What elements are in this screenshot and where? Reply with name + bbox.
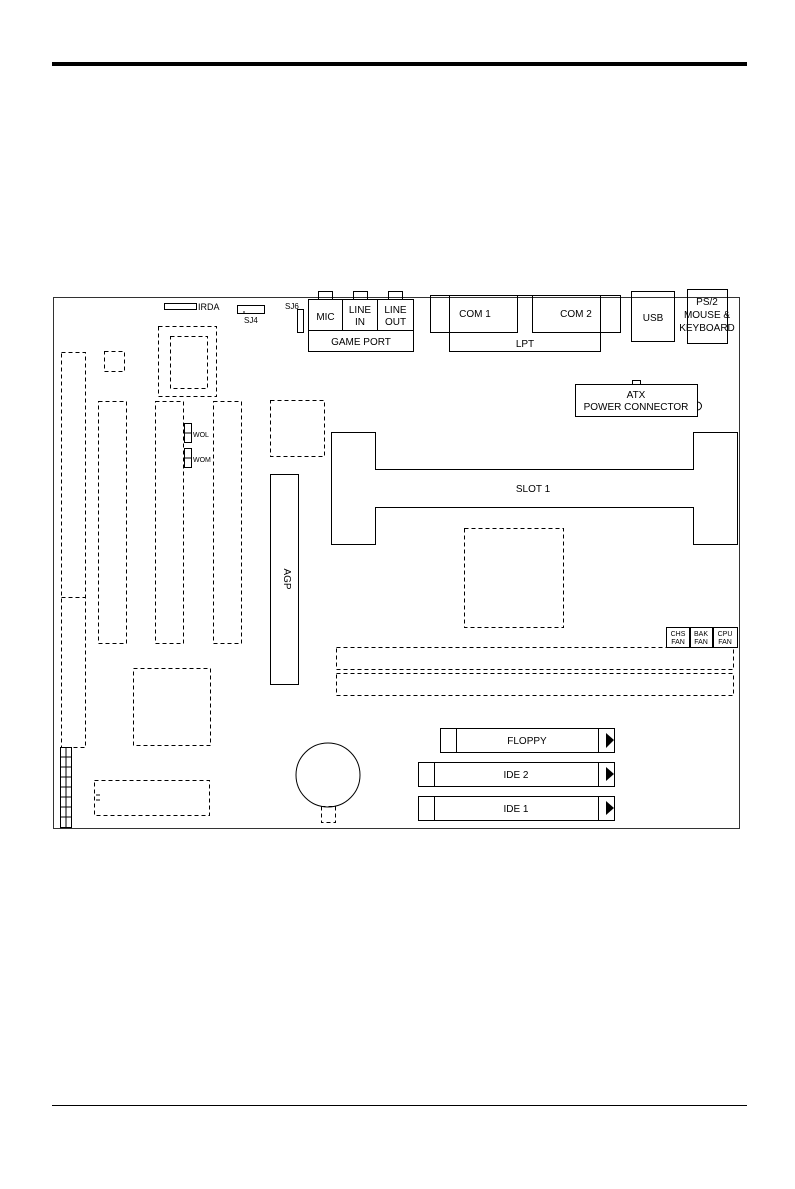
pci-slot-3 [214, 402, 242, 644]
bak-fan-label-line1: BAK [694, 631, 708, 638]
atx-label-line1: ATX [627, 390, 646, 401]
line-out-label-line2: OUT [385, 317, 406, 328]
ide1-label: IDE 1 [503, 804, 528, 815]
floppy-label: FLOPPY [507, 736, 547, 747]
cmos-battery [296, 743, 360, 807]
usb-label: USB [643, 313, 664, 324]
isa-slot [62, 353, 86, 748]
line-in-label-line2: IN [355, 317, 365, 328]
battery-holder [322, 807, 336, 823]
ps2-label-line2: MOUSE & [684, 310, 730, 321]
wom-label: WOM [193, 457, 211, 464]
agp-label: AGP [281, 568, 292, 589]
wol-label: WOL [193, 432, 209, 439]
lpt-label: LPT [516, 339, 534, 350]
sj4-jumper [238, 306, 265, 314]
com2-label: COM 2 [560, 309, 592, 320]
ps2-label-line1: PS/2 [696, 297, 718, 308]
line-in-label-line1: LINE [349, 305, 372, 316]
game-port-label: GAME PORT [331, 337, 391, 348]
irda-header [165, 304, 197, 310]
ps2-label-line3: KEYBOARD [679, 323, 735, 334]
sj4-label: SJ4 [244, 316, 258, 325]
pci-slot-2 [156, 402, 184, 644]
dimm-slot-1 [337, 648, 734, 670]
com1-label: COM 1 [459, 309, 491, 320]
pci-slot-1 [99, 402, 127, 644]
chipset-main [465, 529, 564, 628]
slot1-label: SLOT 1 [516, 484, 551, 495]
ide2-label: IDE 2 [503, 770, 528, 781]
atx-label-line2: POWER CONNECTOR [584, 402, 689, 413]
dimm-slot-2 [337, 674, 734, 696]
line-out-label-line1: LINE [384, 305, 407, 316]
irda-label: IRDA [198, 302, 220, 312]
chipset-north [271, 401, 325, 457]
sj6-label: SJ6 [285, 302, 299, 311]
cpu-fan-label-line2: FAN [718, 639, 732, 646]
chipset-south [134, 669, 211, 746]
io-chip [95, 781, 210, 816]
small-chip [105, 352, 125, 372]
chs-fan-label-line2: FAN [671, 639, 685, 646]
chs-fan-label-line1: CHS [671, 631, 686, 638]
mic-label: MIC [316, 312, 334, 323]
bak-fan-label-line2: FAN [694, 639, 708, 646]
footer-rule [52, 1105, 747, 1106]
board-outline [54, 298, 740, 829]
sj6-jumper [298, 310, 304, 333]
cpu-fan-label-line1: CPU [718, 631, 733, 638]
